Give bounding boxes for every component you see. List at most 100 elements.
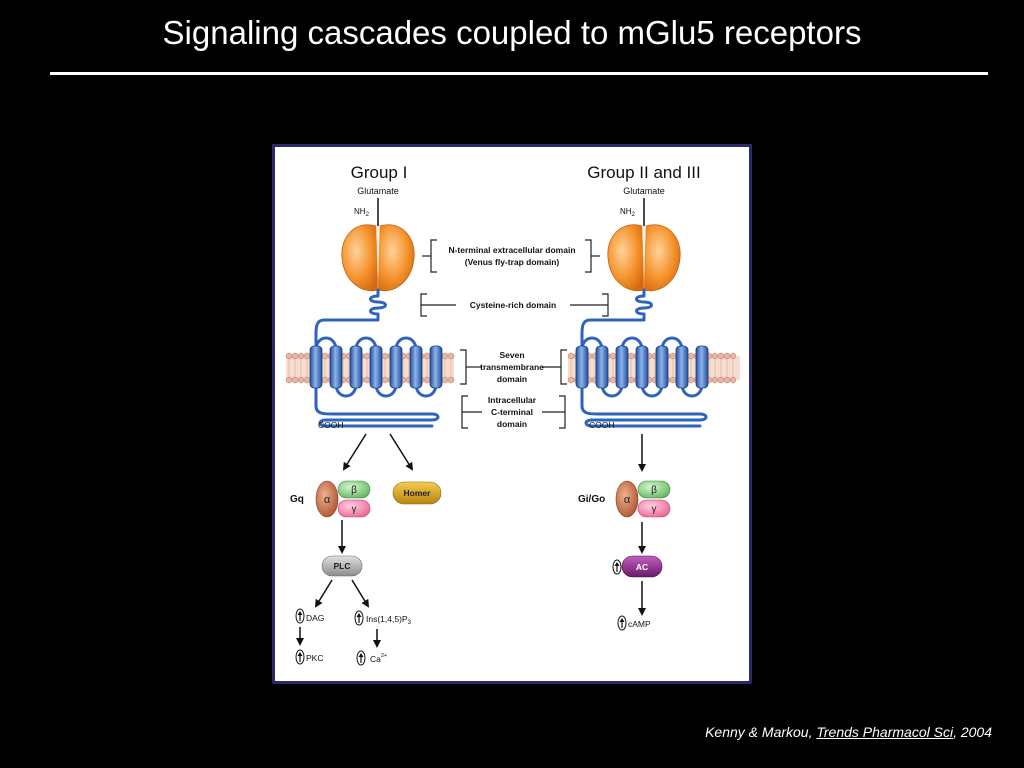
lipid-head [711, 352, 719, 360]
lipid-head [687, 376, 695, 384]
lipid-head [447, 376, 455, 384]
gq-alpha-subunit [315, 480, 339, 518]
plc-enzyme [321, 555, 363, 577]
lipid-head [669, 352, 677, 360]
up-arrow-icon [612, 559, 622, 575]
lipid-head [303, 352, 311, 360]
lipid-head [291, 376, 299, 384]
lipid-head [285, 376, 293, 384]
ic-domain-label-3: domain [497, 419, 527, 429]
lipid-head [609, 352, 617, 360]
n-terminal-domain-label: N-terminal extracellular domain [448, 245, 575, 255]
up-arrow-icon [617, 615, 627, 631]
gq-beta-symbol: β [351, 485, 357, 496]
lipid-head [363, 376, 371, 384]
glutamate-label-left: Glutamate [357, 186, 399, 196]
gigo-alpha-subunit [615, 480, 639, 518]
transmembrane-helix [595, 345, 609, 389]
up-arrow-icon [354, 610, 364, 626]
lipid-head [321, 352, 329, 360]
up-arrow-icon [295, 649, 305, 665]
transmembrane-helices-right [575, 336, 709, 398]
gigo-gamma-subunit [637, 499, 671, 518]
lipid-head [627, 352, 635, 360]
transmembrane-helices-left [309, 336, 443, 398]
transmembrane-helix [429, 345, 443, 389]
gigo-label: Gi/Go [578, 494, 605, 505]
transmembrane-helix [409, 345, 423, 389]
plc-label: PLC [334, 561, 351, 571]
gq-alpha-symbol: α [324, 494, 331, 506]
transmembrane-helix [615, 345, 629, 389]
lipid-head [381, 376, 389, 384]
lipid-head [291, 352, 299, 360]
arrow-to-ip3 [351, 579, 370, 608]
group1-heading: Group I [351, 163, 408, 182]
lipid-head [567, 352, 575, 360]
cooh-label-left: COOH [318, 420, 344, 430]
lipid-head [381, 352, 389, 360]
venus-flytrap-domain-label: (Venus fly-trap domain) [465, 257, 560, 267]
lipid-head [627, 376, 635, 384]
ic-domain-label-1: Intracellular [488, 395, 537, 405]
lipid-head [363, 352, 371, 360]
membrane-bilayer-right [568, 356, 740, 380]
lipid-head [423, 376, 431, 384]
lipid-head [723, 352, 731, 360]
up-arrow-icon [356, 650, 366, 666]
ac-label: AC [636, 562, 648, 572]
tm-domain-label-1: Seven [499, 350, 524, 360]
receptor-backbone-right [580, 288, 708, 428]
ic-domain-label-2: C-terminal [491, 407, 533, 417]
gq-gamma-symbol: γ [352, 504, 357, 515]
gigo-beta-symbol: β [651, 485, 657, 496]
citation-journal: Trends Pharmacol Sci [816, 724, 954, 740]
lipid-head [423, 352, 431, 360]
transmembrane-helix [389, 345, 403, 389]
transmembrane-helix [369, 345, 383, 389]
gigo-gamma-symbol: γ [652, 504, 657, 515]
arrow-to-dag [314, 579, 333, 608]
venus-flytrap-left [341, 224, 415, 292]
arrow-to-homer [389, 433, 414, 471]
camp-label: cAMP [628, 619, 651, 629]
gq-label: Gq [290, 494, 304, 505]
lipid-head [717, 352, 725, 360]
transmembrane-helix [655, 345, 669, 389]
ac-enzyme [621, 555, 663, 578]
citation: Kenny & Markou, Trends Pharmacol Sci, 20… [705, 724, 992, 740]
lipid-head [729, 352, 737, 360]
transmembrane-helix [695, 345, 709, 389]
receptor-backbone-left [314, 288, 440, 428]
gq-gamma-subunit [337, 499, 371, 518]
group23-heading: Group II and III [587, 163, 700, 182]
citation-year: , 2004 [953, 724, 992, 740]
nh2-label-right: NH2 [620, 207, 636, 218]
cysteine-rich-domain-label: Cysteine-rich domain [470, 300, 556, 310]
lipid-head [303, 376, 311, 384]
lipid-head [609, 376, 617, 384]
gigo-beta-subunit [637, 480, 671, 499]
ip3-label: Ins(1,4,5)P3 [366, 614, 412, 626]
glutamate-label-right: Glutamate [623, 186, 665, 196]
lipid-head [285, 352, 293, 360]
transmembrane-helix [675, 345, 689, 389]
lipid-head [711, 376, 719, 384]
up-arrow-icon [295, 608, 305, 624]
transmembrane-helix [635, 345, 649, 389]
arrow-to-gq [342, 433, 367, 471]
lipid-head [297, 352, 305, 360]
lipid-head [687, 352, 695, 360]
transmembrane-helix [309, 345, 323, 389]
cooh-label-right: COOH [589, 420, 615, 430]
homer-label: Homer [404, 488, 432, 498]
lipid-head [717, 376, 725, 384]
dag-label: DAG [306, 613, 324, 623]
transmembrane-helix [349, 345, 363, 389]
lipid-head [669, 376, 677, 384]
lipid-head [297, 376, 305, 384]
title-divider [50, 72, 988, 75]
gigo-alpha-symbol: α [624, 494, 631, 506]
lipid-head [321, 376, 329, 384]
increase-indicators [295, 559, 627, 666]
